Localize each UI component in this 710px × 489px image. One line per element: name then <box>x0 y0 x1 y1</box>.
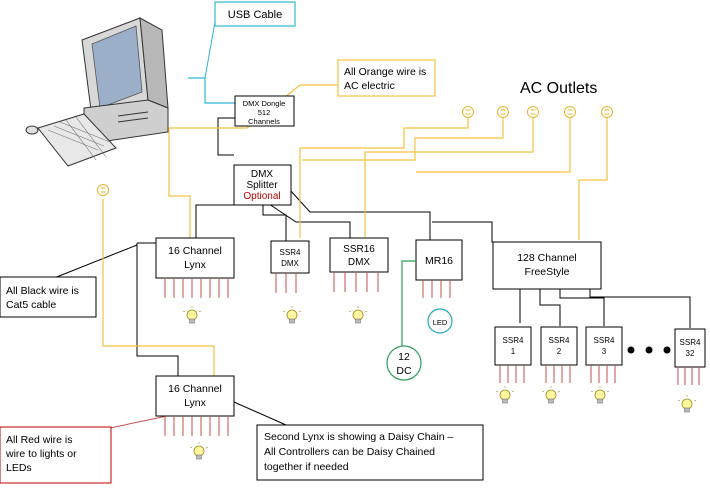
mr16-label: MR16 <box>425 255 453 267</box>
dongle-label-2: 512 <box>258 108 271 117</box>
orange-wires <box>102 84 608 376</box>
ssr4-module-1: SSR4 1 <box>494 326 532 366</box>
orange-wire-line-1: All Orange wire is <box>344 66 426 78</box>
mr16-controller: MR16 <box>415 239 463 281</box>
orange-wire-callout: All Orange wire is AC electric <box>337 59 436 97</box>
ssr4-module-2: SSR4 2 <box>540 326 578 366</box>
light-bulb-icon <box>541 385 561 404</box>
dc-wire <box>401 260 416 348</box>
outlet-icon <box>97 184 109 196</box>
ac-outlets-title: AC Outlets <box>520 80 597 97</box>
ssr4-module-3: SSR4 3 <box>585 326 623 366</box>
ssr-module-name: SSR4 <box>503 336 524 345</box>
orange-wire-line-2: AC electric <box>344 80 395 92</box>
freestyle-label-2: FreeStyle <box>525 266 570 278</box>
ssr-module-number: 1 <box>511 347 516 356</box>
daisy-chain-callout: Second Lynx is showing a Daisy Chain – A… <box>256 424 484 481</box>
more-modules-dots <box>627 346 671 354</box>
light-bulb-icon <box>348 305 368 324</box>
light-bulb-icon <box>677 394 697 413</box>
outlet-icon <box>527 106 539 118</box>
ssr-module-number: 32 <box>686 349 695 358</box>
ssr-module-number: 2 <box>557 347 562 356</box>
outlet-icon <box>462 106 474 118</box>
black-wire-callout: All Black wire is Cat5 cable <box>0 276 97 318</box>
led-label: LED <box>433 318 448 327</box>
light-bulb-icon <box>282 305 302 324</box>
outlet-icon <box>564 106 576 118</box>
splitter-label-2: Splitter <box>246 180 278 191</box>
black-wire-line-1: All Black wire is <box>6 285 79 297</box>
freestyle-controller: 128 Channel FreeStyle <box>492 241 602 290</box>
ssr-module-name: SSR4 <box>594 336 615 345</box>
ssr4-module-32: SSR4 32 <box>674 328 706 368</box>
lynx1-label-1: 16 Channel <box>168 245 222 257</box>
ssr4dmx-label-1: SSR4 <box>280 248 301 257</box>
light-bulb-icon <box>189 441 209 460</box>
lynx-controller-2: 16 Channel Lynx <box>155 375 235 417</box>
dmx-dongle: DMX Dongle 512 Channels <box>234 95 295 127</box>
ssr16-dmx: SSR16 DMX <box>329 237 389 273</box>
dongle-label-1: DMX Dongle <box>243 99 286 108</box>
red-wire-callout: All Red wire is wire to lights or LEDs <box>0 426 112 484</box>
dc-label-2: DC <box>396 365 412 377</box>
outlet-icon <box>601 106 613 118</box>
light-output-wires <box>164 272 700 436</box>
ssr-module-number: 3 <box>602 347 607 356</box>
splitter-optional-label: Optional <box>243 191 280 202</box>
ssr-module-name: SSR4 <box>549 336 570 345</box>
lynx2-label-2: Lynx <box>184 397 207 409</box>
ssr16-label-1: SSR16 <box>343 244 375 255</box>
ssr16-label-2: DMX <box>348 257 371 268</box>
daisy-chain-line-2: All Controllers can be Daisy Chained <box>264 446 435 458</box>
black-wire-line-2: Cat5 cable <box>6 299 56 311</box>
red-wire-line-3: LEDs <box>6 462 32 474</box>
lynx2-label-1: 16 Channel <box>168 383 222 395</box>
light-bulb-icon <box>590 385 610 404</box>
ssr4-dmx: SSR4 DMX <box>270 240 310 274</box>
computer-icon <box>25 17 169 167</box>
ssr-module-name: SSR4 <box>680 338 701 347</box>
lynx1-label-2: Lynx <box>184 259 207 271</box>
black-wires <box>38 117 691 426</box>
outlet-icon <box>497 106 509 118</box>
light-bulb-icon <box>182 305 202 324</box>
dongle-label-3: Channels <box>248 117 280 126</box>
red-wire-line-2: wire to lights or <box>5 448 77 460</box>
ac-outlet-icons <box>97 106 613 196</box>
daisy-chain-line-3: together if needed <box>264 461 349 473</box>
dc-label-1: 12 <box>398 351 410 363</box>
led-indicator: LED <box>427 308 453 334</box>
light-bulb-icon <box>495 385 515 404</box>
dc-power-supply: 12 DC <box>386 345 422 381</box>
lynx-controller-1: 16 Channel Lynx <box>155 237 235 279</box>
dmx-splitter: DMX Splitter Optional <box>233 164 292 206</box>
usb-cable-label: USB Cable <box>228 9 282 21</box>
red-wire-line-1: All Red wire is <box>6 434 73 446</box>
freestyle-label-1: 128 Channel <box>517 252 577 264</box>
splitter-label-1: DMX <box>251 169 274 180</box>
daisy-chain-line-1: Second Lynx is showing a Daisy Chain – <box>264 431 453 443</box>
ssr4dmx-label-2: DMX <box>281 259 299 268</box>
usb-cable-callout: USB Cable <box>214 1 296 27</box>
usb-wire <box>188 21 236 104</box>
